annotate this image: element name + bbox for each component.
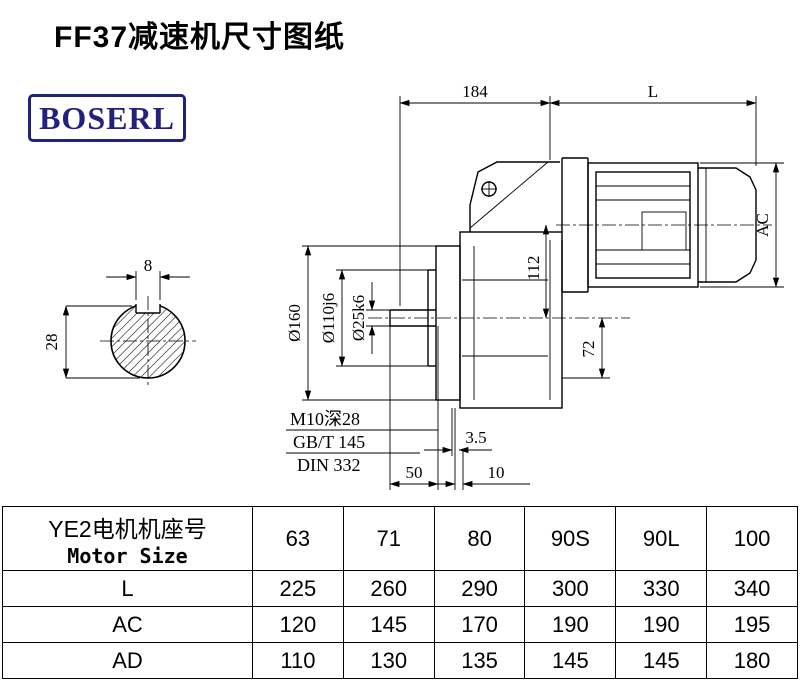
dim-10-label: 10 <box>488 463 505 482</box>
dim-key-width <box>106 271 190 300</box>
dim-key-height <box>62 305 140 379</box>
table-cell: 110 <box>252 642 344 679</box>
dimension-lines <box>286 96 784 490</box>
table-row-AD: AD 110 130 135 145 145 180 <box>2 642 798 679</box>
dim-d25-label: Ø25k6 <box>349 295 368 341</box>
dim-3p5-label: 3.5 <box>465 428 486 447</box>
table-cell: 330 <box>615 570 708 607</box>
key-width-label: 8 <box>144 256 153 275</box>
assembly-outline <box>368 157 772 409</box>
boserl-logo: BOSERL <box>28 94 186 142</box>
table-cell: 120 <box>252 606 344 643</box>
table-cell: 180 <box>706 642 798 679</box>
col-header: 90S <box>524 506 617 571</box>
header-cn: YE2电机机座号 <box>48 515 207 542</box>
table-header-row: YE2电机机座号 Motor Size 63 71 80 90S 90L 100 <box>2 506 798 571</box>
table-cell: 195 <box>706 606 798 643</box>
col-header: 63 <box>252 506 344 571</box>
row-label: AD <box>2 642 253 679</box>
col-header: 90L <box>615 506 708 571</box>
dim-AC-label: AC <box>753 213 772 237</box>
col-header: 80 <box>433 506 526 571</box>
table-cell: 190 <box>524 606 617 643</box>
table-cell: 170 <box>433 606 526 643</box>
table-cell: 190 <box>615 606 708 643</box>
header-en: Motor Size <box>67 543 188 568</box>
col-header: 100 <box>706 506 798 571</box>
logo-text: BOSERL <box>39 100 175 136</box>
motor-size-table: YE2电机机座号 Motor Size 63 71 80 90S 90L 100… <box>2 506 798 679</box>
header-motor-size: YE2电机机座号 Motor Size <box>2 506 253 571</box>
page-title: FF37减速机尺寸图纸 <box>54 21 346 54</box>
technical-drawing: 8 28 <box>42 82 784 490</box>
dim-184-label: 184 <box>462 82 488 101</box>
dim-L-label: L <box>648 82 658 101</box>
table-cell: 260 <box>342 570 435 607</box>
table-cell: 130 <box>342 642 435 679</box>
dim-50-label: 50 <box>406 463 423 482</box>
col-header: 71 <box>342 506 435 571</box>
note-tap-standard: GB/T 145 <box>293 432 365 452</box>
dim-d160-label: Ø160 <box>285 304 304 342</box>
table-cell: 145 <box>524 642 617 679</box>
dim-72-label: 72 <box>579 341 598 358</box>
note-center-standard: DIN 332 <box>297 455 361 475</box>
key-height-label: 28 <box>42 334 61 351</box>
dim-112-label: 112 <box>524 256 543 281</box>
table-cell: 290 <box>433 570 526 607</box>
table-cell: 225 <box>252 570 344 607</box>
table-row-AC: AC 120 145 170 190 190 195 <box>2 606 798 643</box>
table-cell: 145 <box>342 606 435 643</box>
table-cell: 145 <box>615 642 708 679</box>
row-label: AC <box>2 606 253 643</box>
row-label: L <box>2 570 253 607</box>
shaft-section-detail <box>62 271 196 388</box>
table-cell: 300 <box>524 570 617 607</box>
table-cell: 340 <box>706 570 798 607</box>
table-row-L: L 225 260 290 300 330 340 <box>2 570 798 607</box>
note-tap-hole: M10深28 <box>290 409 360 429</box>
dim-d110-label: Ø110j6 <box>319 293 338 343</box>
table-cell: 135 <box>433 642 526 679</box>
